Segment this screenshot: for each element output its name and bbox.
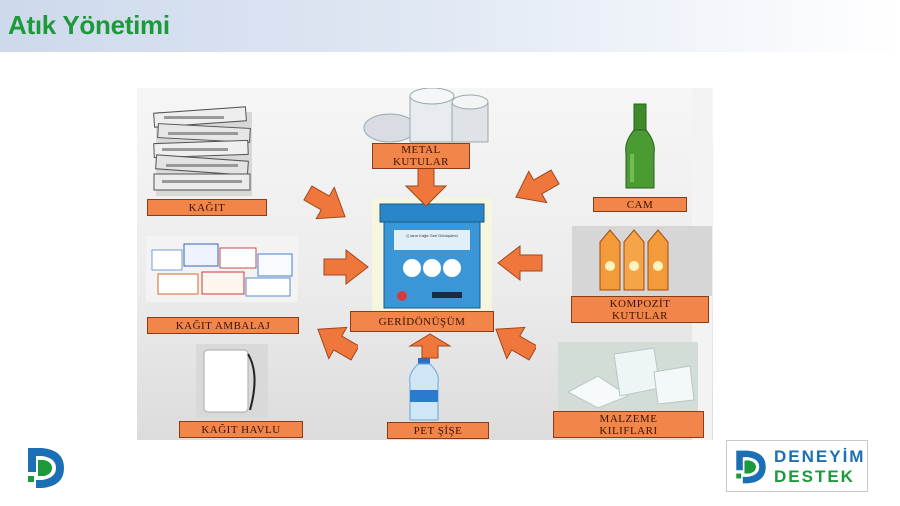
glass-bottle-image — [625, 103, 655, 189]
label-cam: CAM — [593, 197, 687, 212]
label-pet-sise: PET ŞİŞE — [387, 422, 489, 439]
metal-cans-image — [363, 88, 489, 143]
label-geridonusum: GERİDÖNÜŞÜM — [350, 311, 494, 332]
paper-towel-image — [196, 344, 268, 418]
label-metal-kutular: METAL KUTULAR — [372, 143, 470, 169]
paper-packaging-image — [146, 236, 298, 302]
arrow-from-kagit-ambalaj — [323, 248, 369, 286]
arrow-to-kagit-havlu — [317, 326, 358, 361]
label-kompozit-kutular: KOMPOZİT KUTULAR — [571, 296, 709, 323]
brand-name-bottom: DESTEK — [774, 467, 855, 486]
brand-mark-icon — [736, 450, 766, 484]
arrow-from-kagit — [303, 185, 346, 220]
logo-left-icon — [28, 448, 64, 488]
arrow-from-cam — [515, 169, 560, 204]
arrow-from-kompozit — [497, 244, 543, 282]
newspaper-image — [153, 106, 252, 196]
brand-name-top: DENEYİM — [774, 447, 866, 466]
label-kagit-ambalaj: KAĞIT AMBALAJ — [147, 317, 299, 334]
brand-logo: DENEYİM DESTEK — [726, 440, 868, 492]
label-kagit-havlu: KAĞIT HAVLU — [179, 421, 303, 438]
label-kagit: KAĞIT — [147, 199, 267, 216]
bin-caption: Ç ların Kağıt Geri Dönüşümü — [406, 233, 458, 238]
page-title: Atık Yönetimi — [8, 10, 170, 40]
arrow-from-metal — [404, 167, 448, 207]
label-malzeme-kiliflari: MALZEME KILIFLARI — [553, 411, 704, 438]
arrow-from-pet — [408, 333, 452, 359]
arrow-from-malzeme — [495, 326, 536, 361]
composite-cartons-image — [572, 226, 712, 296]
material-covers-image — [558, 342, 698, 412]
recycling-bin-image — [372, 198, 492, 312]
title-bar: Atık Yönetimi — [0, 0, 900, 52]
pet-bottle-image — [409, 358, 439, 421]
